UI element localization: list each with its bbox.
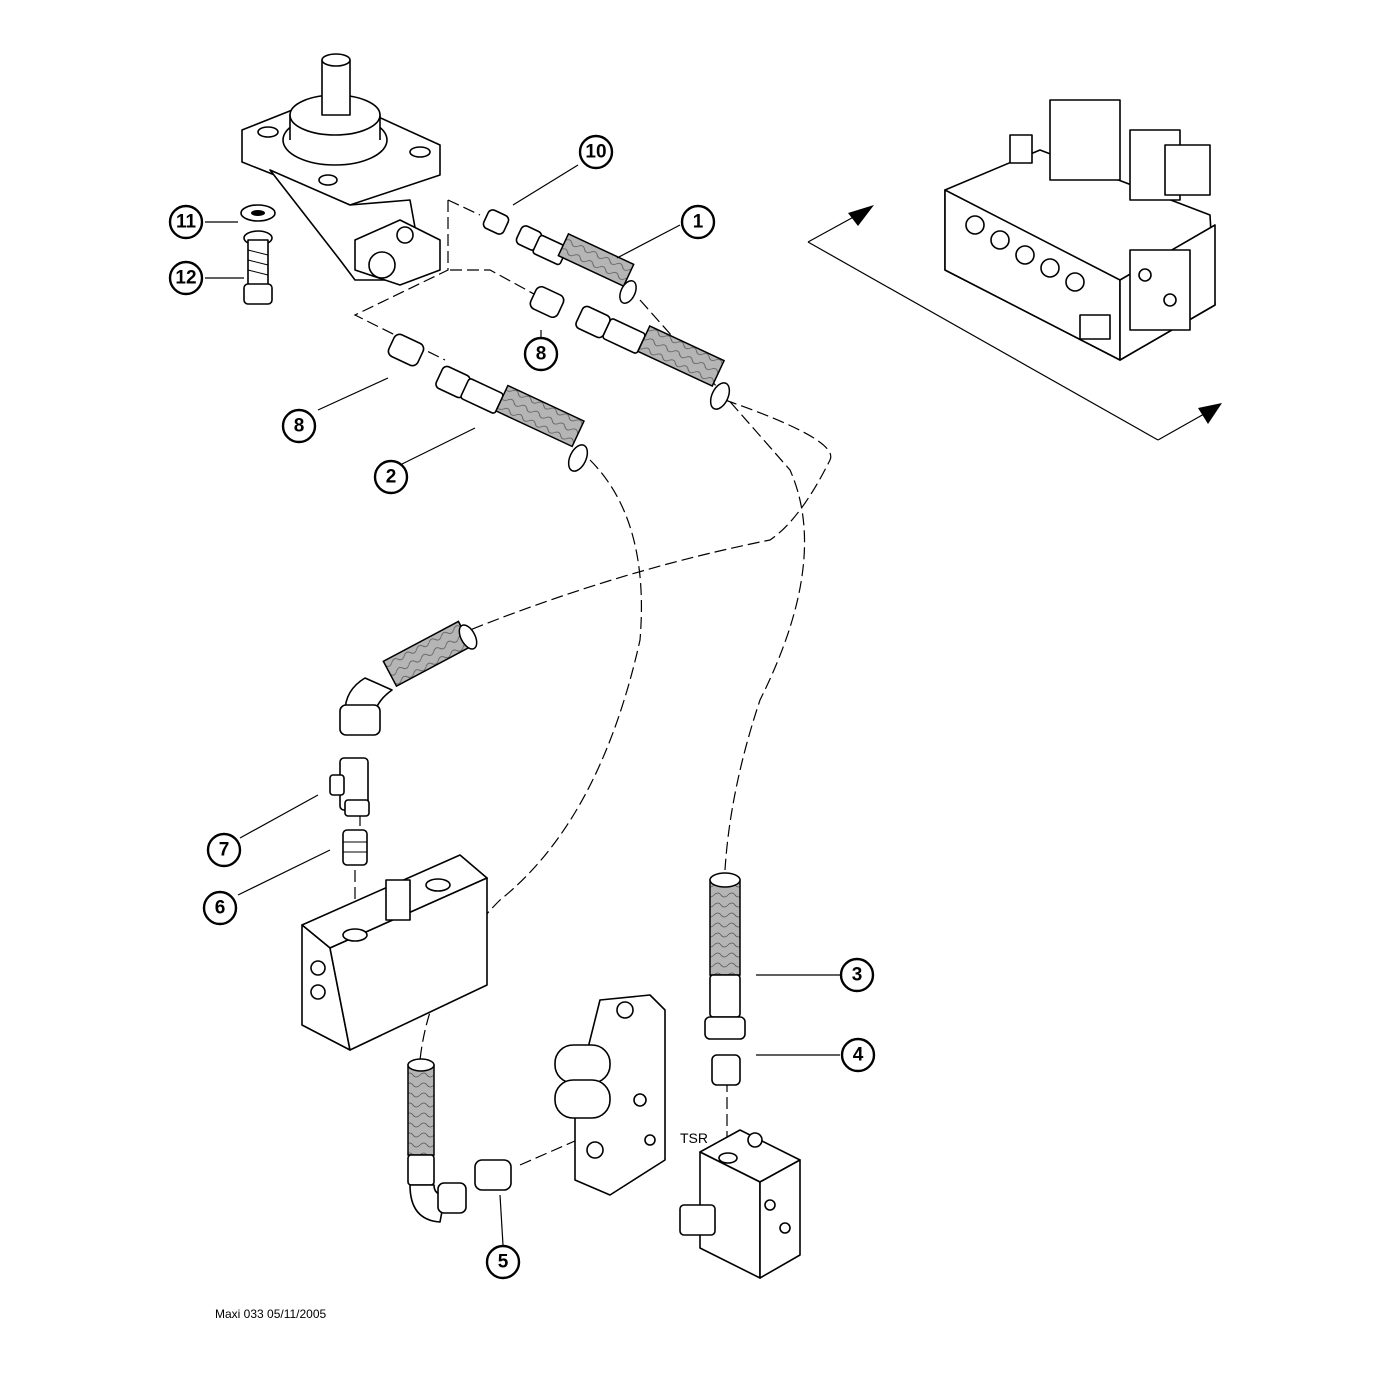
manifold-block — [301, 854, 488, 1051]
leader-lines — [205, 164, 840, 1246]
svg-text:2: 2 — [386, 467, 397, 488]
callout-10[interactable]: 10 — [578, 134, 614, 170]
connection-lines — [353, 199, 832, 1166]
fitting-8-lower — [387, 333, 425, 367]
main-valve-assembly — [944, 99, 1216, 361]
svg-text:8: 8 — [536, 344, 547, 365]
orientation-arrows — [807, 205, 1222, 441]
spool-valve-section — [554, 994, 666, 1196]
svg-text:3: 3 — [852, 965, 863, 986]
svg-text:11: 11 — [176, 212, 197, 233]
callout-7[interactable]: 7 — [206, 832, 242, 868]
fitting-8-upper — [529, 285, 565, 319]
callout-6[interactable]: 6 — [202, 890, 238, 926]
elbow-hose-bottom — [407, 1058, 467, 1223]
svg-text:12: 12 — [175, 268, 196, 289]
callout-8b[interactable]: 8 — [281, 408, 317, 444]
drawing-reference: Maxi 033 05/11/2005 — [215, 1307, 327, 1321]
fitting-10 — [482, 209, 543, 251]
adapter-5 — [474, 1159, 512, 1191]
adapter-6 — [342, 829, 368, 866]
callout-4[interactable]: 4 — [840, 1037, 876, 1073]
callout-2[interactable]: 2 — [373, 459, 409, 495]
callout-1[interactable]: 1 — [680, 204, 716, 240]
svg-text:4: 4 — [853, 1045, 864, 1066]
svg-text:1: 1 — [693, 212, 704, 233]
svg-text:7: 7 — [219, 840, 230, 861]
svg-text:8: 8 — [294, 416, 305, 437]
joystick-valve — [241, 53, 441, 286]
adapter-4 — [711, 1054, 741, 1086]
hose-3 — [704, 872, 746, 1040]
tsr-valve-block — [679, 1129, 801, 1279]
tee-fitting-7 — [329, 757, 370, 817]
svg-text:6: 6 — [215, 898, 226, 919]
hose-2 — [435, 365, 589, 472]
bolt-12 — [243, 230, 273, 305]
callout-8a[interactable]: 8 — [523, 336, 559, 372]
callout-11[interactable]: 11 — [168, 204, 204, 240]
callout-5[interactable]: 5 — [485, 1244, 521, 1280]
hose-1 — [532, 232, 637, 305]
port-label-tsr: TSR — [680, 1130, 708, 1146]
svg-text:5: 5 — [498, 1252, 509, 1273]
hose-upper-right — [575, 305, 731, 410]
elbow-hose — [339, 620, 478, 736]
washer-11 — [240, 204, 276, 222]
callout-3[interactable]: 3 — [839, 957, 875, 993]
svg-text:10: 10 — [585, 142, 606, 163]
callout-12[interactable]: 12 — [168, 260, 204, 296]
